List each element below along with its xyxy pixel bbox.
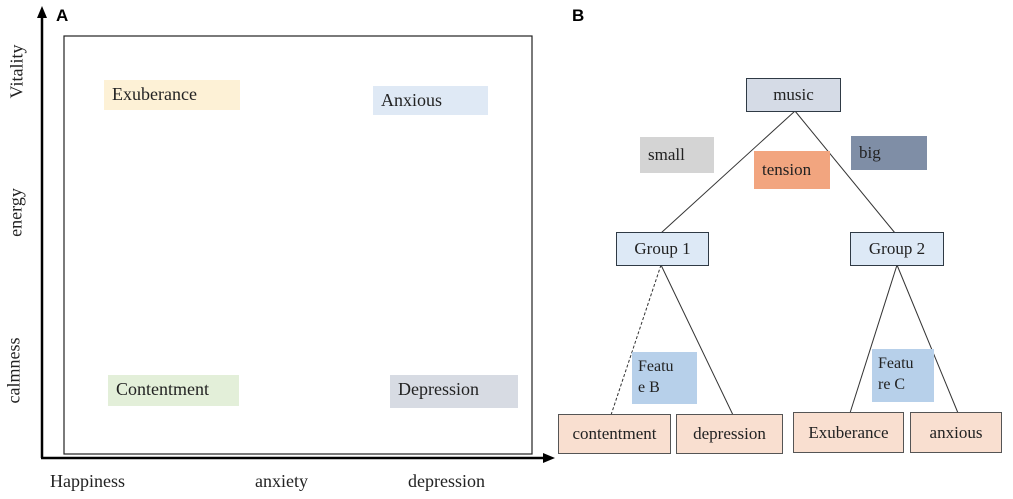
leaf-depression: depression [676,414,783,454]
x-axis-label-happiness: Happiness [50,471,125,491]
feature-b-line2: e B [638,379,660,396]
x-axis-label-anxiety: anxiety [255,471,308,491]
quadrant-depression: Depression [390,375,518,408]
panel-a-letter: A [56,6,69,25]
root-node-music: music [746,78,841,112]
x-axis-label-depression: depression [408,471,485,491]
leaf-exuberance: Exuberance [793,412,904,453]
feature-b-label: Featu e B [632,352,697,404]
leaf-contentment: contentment [558,414,671,454]
quadrant-contentment: Contentment [108,375,239,406]
quadrant-exuberance: Exuberance [104,80,240,110]
feature-c-line1: Featu [878,355,914,372]
group-node-2: Group 2 [850,232,944,266]
feature-c-label: Featu re C [872,349,934,402]
group-node-1: Group 1 [616,232,709,266]
branch-tag-tension: tension [754,151,830,189]
branch-tag-small: small [640,137,714,173]
branch-tag-big: big [851,136,927,170]
feature-b-line1: Featu [638,358,674,375]
panel-b-letter: B [572,6,585,25]
quadrant-anxious: Anxious [373,86,488,115]
feature-c-line2: re C [878,376,906,393]
leaf-anxious: anxious [910,412,1002,453]
